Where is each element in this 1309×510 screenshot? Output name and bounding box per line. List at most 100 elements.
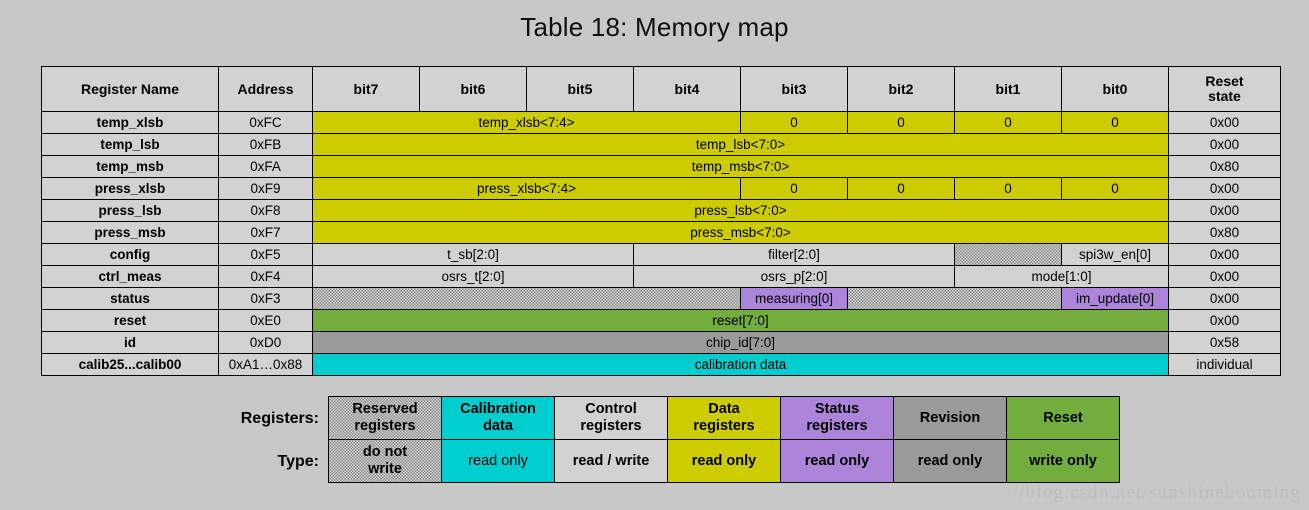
column-header-bit0: bit0 (1061, 66, 1169, 112)
register-name-cell: reset (41, 309, 219, 332)
reset-state-cell: 0x00 (1168, 177, 1281, 200)
reset-state-cell: individual (1168, 353, 1281, 376)
reserved-bit-cell (954, 243, 1062, 266)
bit-field-cell: reset[7:0] (312, 309, 1169, 332)
legend-type-cell-calib: read only (441, 439, 555, 483)
bit-field-cell: spi3w_en[0] (1061, 243, 1169, 266)
column-header-bit1: bit1 (954, 66, 1062, 112)
legend-type-line1: read only (804, 452, 870, 469)
reserved-bit-cell (312, 287, 741, 310)
reset-state-cell: 0x00 (1168, 265, 1281, 288)
legend-register-line1: Calibration (460, 401, 536, 417)
bit-field-cell: chip_id[7:0] (312, 331, 1169, 354)
column-header-bit5: bit5 (526, 66, 634, 112)
bit-field-cell: 0 (1061, 111, 1169, 134)
bit-field-cell: press_lsb<7:0> (312, 199, 1169, 222)
bit-field-cell: temp_msb<7:0> (312, 155, 1169, 178)
legend-label-type: Type: (277, 452, 319, 470)
register-name-cell: press_lsb (41, 199, 219, 222)
column-header-register-name: Register Name (41, 66, 219, 112)
legend-type-line1: write only (1029, 452, 1097, 469)
legend-type-line1: read only (468, 452, 528, 469)
bit-field-cell: press_msb<7:0> (312, 221, 1169, 244)
bit-field-cell: temp_lsb<7:0> (312, 133, 1169, 156)
legend-register-line2: registers (354, 418, 416, 434)
legend-type-line1: read only (917, 452, 983, 469)
legend-type-line1: do not (362, 444, 408, 460)
bit-field-cell: osrs_p[2:0] (633, 265, 955, 288)
register-name-cell: status (41, 287, 219, 310)
bit-field-cell: press_xlsb<7:4> (312, 177, 741, 200)
address-cell: 0xF3 (218, 287, 313, 310)
bit-field-cell: mode[1:0] (954, 265, 1169, 288)
address-cell: 0xD0 (218, 331, 313, 354)
reset-state-cell: 0x00 (1168, 199, 1281, 222)
legend-type-line1: read / write (572, 452, 650, 469)
bit-field-cell: 0 (954, 177, 1062, 200)
table-header: Register Name Address bit7 bit6 bit5 bit… (41, 66, 1281, 112)
reset-state-cell: 0x00 (1168, 111, 1281, 134)
address-cell: 0xF8 (218, 199, 313, 222)
bit-field-cell: 0 (847, 177, 955, 200)
reset-state-cell: 0x00 (1168, 243, 1281, 266)
address-cell: 0xF4 (218, 265, 313, 288)
legend-register-line2: registers (693, 418, 755, 434)
column-header-bit7: bit7 (312, 66, 420, 112)
address-cell: 0xE0 (218, 309, 313, 332)
bit-field-cell: 0 (740, 111, 848, 134)
register-name-cell: calib25...calib00 (41, 353, 219, 376)
reset-state-cell: 0x00 (1168, 287, 1281, 310)
address-cell: 0xA1…0x88 (218, 353, 313, 376)
legend-type-cell-reset: write only (1006, 439, 1120, 483)
column-header-bit2: bit2 (847, 66, 955, 112)
legend-register-line1: Reset (1043, 409, 1083, 426)
legend-type-cell-data: read only (667, 439, 781, 483)
bit-field-cell: filter[2:0] (633, 243, 955, 266)
bit-field-cell: osrs_t[2:0] (312, 265, 634, 288)
column-header-bit4: bit4 (633, 66, 741, 112)
bit-field-cell: 0 (740, 177, 848, 200)
legend-register-line1: Revision (919, 409, 981, 426)
address-cell: 0xF5 (218, 243, 313, 266)
bit-field-cell: t_sb[2:0] (312, 243, 634, 266)
address-cell: 0xFC (218, 111, 313, 134)
watermark-text: //blog.csdn.net/sunshinebooming (1012, 482, 1301, 503)
legend-register-line2: registers (580, 418, 642, 434)
legend-type-line2: write (368, 461, 402, 477)
legend-type-cell-status: read only (780, 439, 894, 483)
bit-field-cell: 0 (847, 111, 955, 134)
legend-register-line1: Reserved (352, 401, 418, 417)
address-cell: 0xFA (218, 155, 313, 178)
legend-register-line1: Data (708, 401, 740, 417)
legend-type-cell-ctrl: read / write (554, 439, 668, 483)
memory-map-table-container: Register Name Address bit7 bit6 bit5 bit… (41, 66, 1281, 376)
column-header-bit6: bit6 (419, 66, 527, 112)
reset-state-line2: state (1208, 88, 1241, 104)
register-name-cell: temp_lsb (41, 133, 219, 156)
address-cell: 0xF7 (218, 221, 313, 244)
address-cell: 0xFB (218, 133, 313, 156)
address-cell: 0xF9 (218, 177, 313, 200)
table-header-row: Register Name Address bit7 bit6 bit5 bit… (41, 66, 1281, 112)
legend-register-line1: Control (585, 401, 637, 417)
